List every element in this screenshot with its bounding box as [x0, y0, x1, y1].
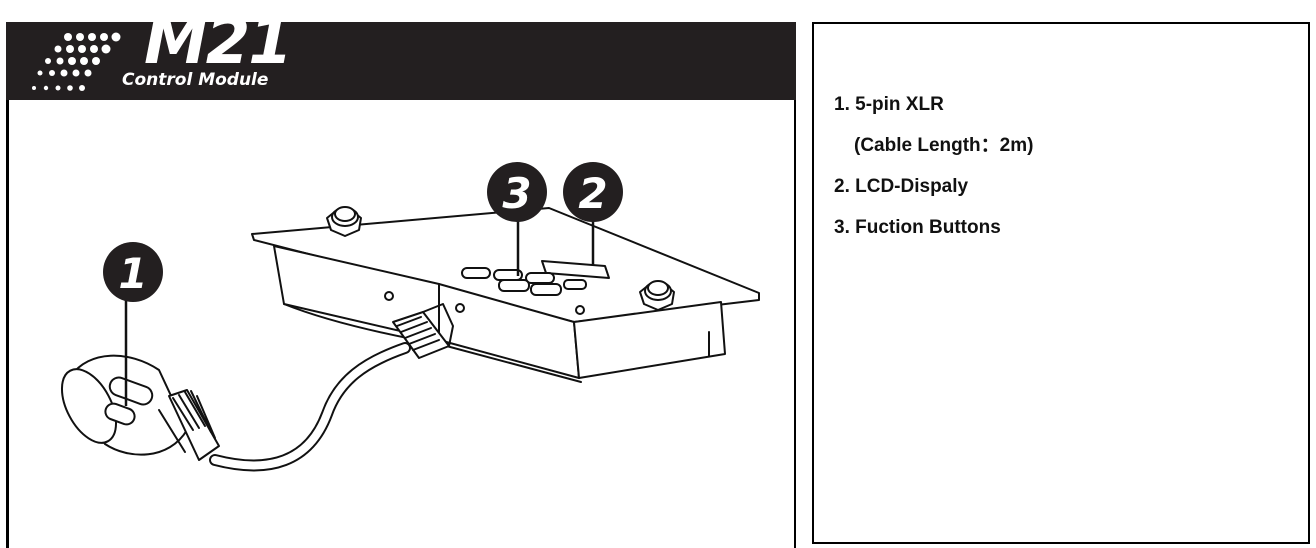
- callout-badge-3: 3: [487, 162, 547, 222]
- legend-item-cable-length: (Cable Length：2m): [854, 135, 1034, 156]
- logo-model: M21: [144, 5, 293, 79]
- header-banner: M21 Control Module: [6, 10, 796, 100]
- svg-text:2: 2: [578, 169, 607, 218]
- knob-left: [326, 206, 362, 237]
- logo-subtitle: Control Module: [122, 70, 269, 90]
- legend-item-lcd: 2. LCD-Dispaly: [834, 176, 969, 197]
- legend-item-xlr: 1. 5-pin XLR: [834, 94, 944, 115]
- module-top-plate: [251, 207, 760, 323]
- illustration-frame: 1 3 2: [6, 100, 796, 548]
- cable-connector: [392, 303, 454, 359]
- control-module-drawing: 1 3 2: [60, 162, 760, 472]
- legend-item-buttons: 3. Fuction Buttons: [834, 217, 1001, 238]
- function-buttons: [461, 267, 587, 296]
- svg-text:1: 1: [118, 249, 147, 298]
- module-body-right: [573, 301, 726, 379]
- illustration-panel: M21 Control Module: [6, 10, 796, 548]
- svg-text:3: 3: [502, 169, 531, 218]
- xlr-connector: [60, 354, 220, 461]
- callout-badge-2: 2: [563, 162, 623, 222]
- legend-panel: 1. 5-pin XLR (Cable Length：2m) 2. LCD-Di…: [812, 22, 1310, 544]
- dot-matrix-icon: [32, 32, 121, 91]
- callout-badge-1: 1: [103, 242, 163, 302]
- legend-list: 1. 5-pin XLR (Cable Length：2m) 2. LCD-Di…: [834, 84, 1033, 248]
- knob-right: [639, 280, 675, 311]
